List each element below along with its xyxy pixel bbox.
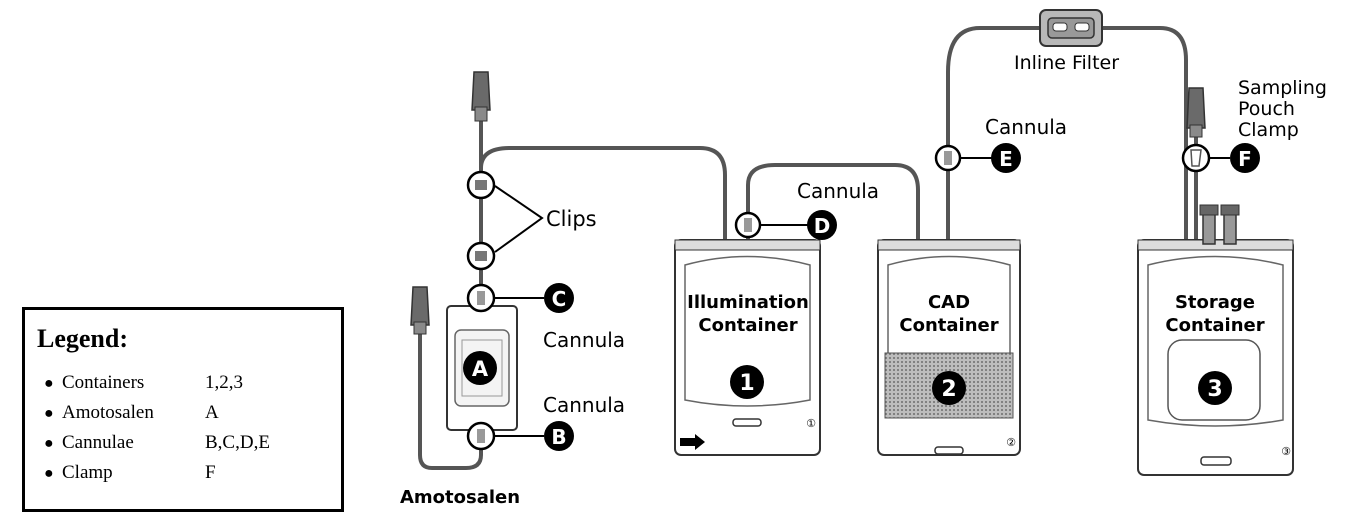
tube-to-illumination	[479, 146, 727, 247]
clamp-f-ring	[1181, 143, 1211, 173]
svg-text:3: 3	[1207, 377, 1222, 402]
inline-filter	[1039, 9, 1103, 47]
sampling-label-3: Clamp	[1238, 119, 1299, 141]
svg-text:③: ③	[1281, 445, 1291, 458]
svg-text:D: D	[814, 214, 831, 238]
svg-text:Container: Container	[899, 315, 998, 336]
bullet-icon: ●	[44, 465, 54, 482]
svg-text:B: B	[551, 425, 566, 449]
svg-text:A: A	[472, 357, 489, 381]
svg-text:E: E	[999, 147, 1013, 171]
tube-filter-to-storage	[1098, 26, 1188, 247]
clips-pointer	[494, 185, 544, 253]
svg-text:Container: Container	[1165, 315, 1264, 336]
svg-text:CAD: CAD	[928, 292, 970, 313]
letter-markers: C A B D E F	[463, 143, 1260, 451]
legend-title: Legend:	[37, 324, 128, 353]
tube-cad-to-filter	[946, 26, 1042, 247]
clips	[466, 170, 544, 271]
svg-text:2: 2	[941, 377, 956, 402]
marker-f	[1230, 143, 1260, 173]
bullet-icon: ●	[44, 435, 54, 452]
clips-label: Clips	[546, 207, 597, 231]
svg-text:C: C	[552, 287, 567, 311]
cannula-c-label: Cannula	[543, 328, 625, 352]
illumination-container	[674, 239, 821, 456]
cad-container	[877, 239, 1021, 456]
container-2-badge	[932, 371, 966, 405]
svg-text:①: ①	[806, 417, 816, 430]
sampling-label-1: Sampling	[1238, 77, 1327, 99]
svg-text:1: 1	[739, 371, 754, 396]
inline-filter-label: Inline Filter	[1014, 52, 1119, 74]
marker-e	[991, 143, 1021, 173]
spike-handle-top	[471, 71, 491, 122]
container-1-badge	[730, 365, 764, 399]
svg-text:Storage: Storage	[1175, 292, 1255, 313]
svg-text:F: F	[1238, 147, 1252, 171]
marker-a	[463, 351, 497, 385]
amotosalen-label: Amotosalen	[400, 487, 520, 508]
marker-b	[544, 421, 574, 451]
storage-container	[1137, 204, 1294, 476]
arrow-icon	[680, 434, 705, 450]
amotosalen-loop-tube	[418, 328, 483, 470]
tube-illumination-to-cad	[746, 163, 920, 247]
tubing	[418, 26, 1198, 470]
svg-text:Container: Container	[698, 315, 797, 336]
bullet-icon: ●	[44, 405, 54, 422]
cannula-e-label: Cannula	[985, 115, 1067, 139]
svg-text:Illumination: Illumination	[687, 292, 809, 313]
spike-handle-amotosalen	[410, 286, 430, 335]
cannula-b-label: Cannula	[543, 393, 625, 417]
bullet-icon: ●	[44, 375, 54, 392]
marker-c	[544, 283, 574, 313]
cannula-d-label: Cannula	[797, 179, 879, 203]
spike-handle-sampling	[1186, 87, 1206, 138]
marker-d	[807, 210, 837, 240]
spike-handles	[410, 71, 1206, 335]
container-3-badge	[1198, 371, 1232, 405]
sampling-label-2: Pouch	[1238, 98, 1295, 120]
svg-text:②: ②	[1006, 436, 1016, 449]
